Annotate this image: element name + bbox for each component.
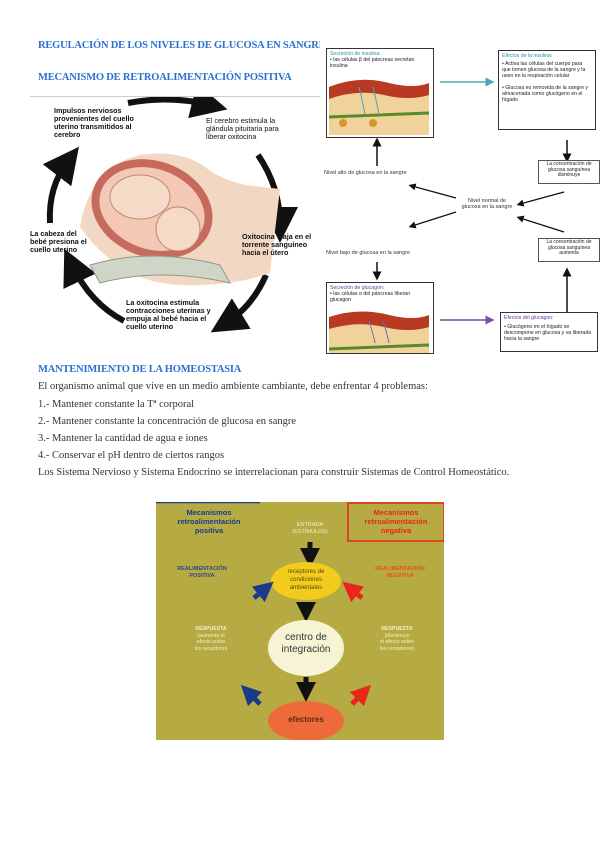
label-baby-head: La cabeza del bebé presiona el cuello ut… — [30, 229, 87, 254]
effectors-label: efectores — [288, 715, 324, 724]
glucose-regulation-figure: Secreción de insulina: • las células β d… — [320, 40, 600, 355]
high-glucose-label: Nivel alto de glucosa en la sangre — [324, 170, 407, 176]
insulin-effects-title: Efectos de la insulina: — [502, 53, 553, 59]
integration-center-label: centro de integración — [268, 632, 344, 656]
negative-response-line: el efecto sobre — [379, 639, 415, 645]
label-oxytocin-contractions: La oxitocina estimula contracciones uter… — [126, 298, 211, 331]
glucagon-box-text: • las células α del páncreas liberan glu… — [330, 291, 411, 303]
glucose-arrows — [372, 77, 572, 325]
receptors-line: ambientales — [289, 585, 323, 591]
negative-title-line: Mecanismos — [373, 508, 419, 517]
labor-illustration — [42, 97, 298, 333]
input-line: (ESTÍMULOS) — [292, 529, 328, 535]
input-stimuli-label: ENTRADA (ESTÍMULOS) — [270, 522, 350, 536]
integration-line: integración — [281, 644, 331, 655]
low-glucose-label: Nivel bajo de glucosa en la sangre — [326, 250, 411, 256]
receptors-line: receptores de — [287, 569, 325, 575]
receptors-ellipse — [271, 562, 341, 600]
label-brain-stimulates: El cerebro estimula la glándula pituitar… — [206, 116, 279, 141]
negative-feedback-line: NEGATIVA — [386, 573, 414, 579]
insulin-secretion-box: Secreción de insulina: • las células β d… — [326, 48, 434, 138]
positive-feedback-line: POSITIVA — [189, 573, 215, 579]
positive-response-label: RESPUESTA (aumenta el efecto sobre los r… — [176, 626, 246, 652]
closing-paragraph: Los Sistema Nervioso y Sistema Endocrino… — [38, 467, 510, 478]
problem-item-3: 3.- Mantener la cantidad de agua e iones — [38, 433, 208, 444]
negative-title-line: negativa — [380, 526, 412, 535]
concentration-decreases-box: La concentración de glucosa sanguínea di… — [538, 160, 600, 184]
concentration-increases-box: La concentración de glucosa sanguínea au… — [538, 238, 600, 262]
glucagon-effects-text: • Glucógeno en el hígado se descompone e… — [504, 324, 592, 342]
glucagon-box-title: Secreción de glucagon: — [330, 285, 385, 291]
negative-response-line: (disminuye — [384, 632, 410, 639]
homeostasis-heading: MANTENIMIENTO DE LA HOMEOSTASIA — [38, 364, 242, 375]
input-line: ENTRADA — [296, 522, 324, 528]
insulin-effects-box: Efectos de la insulina: • Activa las cél… — [498, 50, 596, 130]
negative-response-label: RESPUESTA (disminuye el efecto sobre los… — [360, 626, 434, 652]
negative-title-frame — [347, 502, 444, 542]
pancreas-tissue-image — [329, 79, 429, 135]
cycle-arrow-top — [127, 97, 228, 119]
cycle-arrow-left — [42, 146, 79, 224]
positive-title-line: positiva — [194, 526, 224, 535]
insulin-box-title: Secreción de insulina: — [330, 51, 381, 57]
receptors-label: receptores de condiciones ambientales — [272, 568, 340, 592]
positive-response-line: los receptores — [194, 645, 228, 652]
effectors-ellipse — [268, 701, 344, 740]
insulin-effect-2: • Glucosa es removida de la sangre y alm… — [502, 85, 589, 103]
positive-response-line: RESPUESTA — [195, 626, 227, 632]
insulin-box-text: • las células β del páncreas secretan in… — [330, 57, 415, 69]
positive-title-line: retroalimentación — [177, 517, 241, 526]
problem-item-1: 1.- Mantener constante la Tª corporal — [38, 399, 195, 410]
integration-line: centro de — [285, 632, 327, 643]
negative-feedback-label: REALIMENTACIÓN NEGATIVA — [358, 566, 442, 580]
positive-mechanisms-title: Mecanismos retroalimentación positiva — [160, 508, 258, 535]
negative-response-line: los receptores) — [379, 645, 415, 652]
negative-response-line: RESPUESTA — [381, 626, 413, 632]
problem-item-4: 4.- Conservar el pH dentro de ciertos ra… — [38, 450, 225, 461]
feedback-mechanisms-diagram: Mecanismos retroalimentación positiva Me… — [156, 502, 444, 740]
negative-feedback-line: REALIMENTACIÓN — [375, 566, 425, 572]
pancreas-alpha-tissue-image — [329, 311, 429, 353]
negative-arrow-in — [342, 581, 365, 603]
positive-feedback-label: REALIMENTACIÓN POSITIVA — [160, 566, 244, 580]
cycle-arrow-bottom — [210, 273, 269, 333]
positive-arrow-in — [251, 581, 274, 603]
page-title: REGULACIÓN DE LOS NIVELES DE GLUCOSA EN … — [38, 40, 326, 51]
label-nerve-impulses: Impulsos nerviosos provenientes del cuel… — [54, 106, 134, 139]
feedback-diagram-shapes — [156, 502, 444, 740]
glucagon-effects-box: Efectos del glucagon: • Glucógeno en el … — [500, 312, 598, 352]
cycle-arrow-bottom-left — [63, 248, 126, 324]
positive-response-line: (aumenta el — [197, 632, 225, 639]
label-oxytocin-travels: Oxitocina viaja en el torrente sanguíneo… — [242, 232, 312, 257]
positive-response-line: efecto sobre — [196, 639, 226, 645]
positive-title-line: Mecanismos — [186, 508, 232, 517]
intro-paragraph: El organismo animal que vive en un medio… — [38, 381, 428, 392]
negative-arrow-out — [349, 684, 372, 707]
positive-arrow-out — [240, 684, 263, 707]
positive-feedback-line: REALIMENTACIÓN — [177, 566, 227, 572]
glucagon-effects-title: Efectos del glucagon: — [504, 315, 554, 321]
negative-mechanisms-title: Mecanismos retroalimentación negativa — [350, 508, 442, 535]
problem-item-2: 2.- Mantener constante la concentración … — [38, 416, 297, 427]
glucagon-secretion-box: Secreción de glucagon: • las células α d… — [326, 282, 434, 354]
normal-glucose-label: Nivel normal de glucosa en la sangre — [461, 198, 513, 210]
insulin-effect-1: • Activa las células del cuerpo para que… — [502, 61, 586, 79]
integration-ellipse — [268, 620, 344, 676]
labor-feedback-figure: Impulsos nerviosos provenientes del cuel… — [30, 96, 320, 335]
receptors-line: condiciones — [290, 577, 322, 583]
section-subtitle: MECANISMO DE RETROALIMENTACIÓN POSITIVA — [38, 72, 292, 83]
negative-title-line: retroalimentación — [364, 517, 428, 526]
